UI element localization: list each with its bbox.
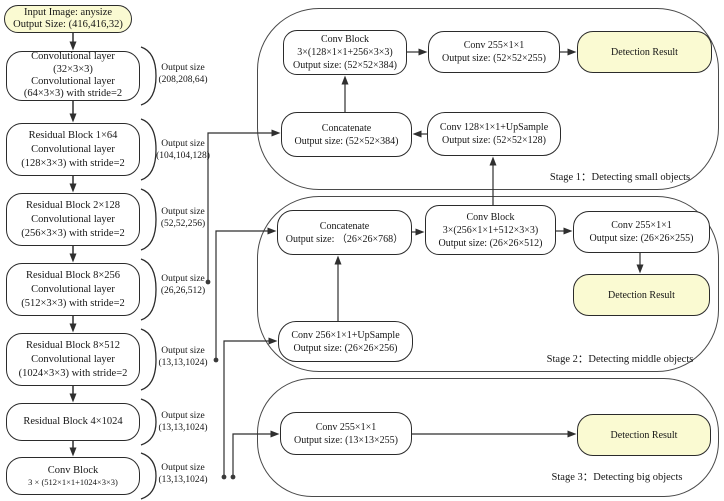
output-size-label-104: Output size (104,104,128) [156, 139, 210, 161]
stage2-concatenate: Concatenate Output size: （26×26×768） [277, 210, 412, 255]
output-size-label-208: Output size (208,208,64) [158, 63, 208, 85]
tap-dot-13x13-a [213, 357, 219, 363]
output-size-label-52: Output size (52,52,256) [160, 207, 206, 229]
stage1-label: Stage 1：Detecting small objects [549, 172, 691, 183]
backbone-block-conv-layers: Convolutional layer (32×3×3) Convolution… [6, 51, 140, 101]
bracket-res8a [140, 258, 157, 321]
bracket-conv-layers [140, 46, 157, 106]
tap-dot-26x26 [205, 279, 211, 285]
bracket-res1 [140, 118, 157, 181]
bracket-res2 [140, 188, 157, 251]
stage1-detection-result: Detection Result [577, 31, 712, 73]
output-size-label-13b: Output size (13,13,1024) [158, 411, 208, 433]
stage1-concatenate: Concatenate Output size: (52×52×384) [281, 112, 412, 157]
bracket-res4 [140, 398, 157, 446]
tap-dot-13x13-b [221, 474, 227, 480]
backbone-block-convblock: Conv Block 3 × (512×1×1+1024×3×3) [6, 457, 140, 495]
bracket-convblock [140, 452, 157, 500]
input-line2: Output Size: (416,416,32) [13, 19, 123, 30]
stage2-conv-block: Conv Block 3×(256×1×1+512×3×3) Output si… [425, 205, 556, 255]
output-size-label-26: Output size (26,26,512) [160, 274, 206, 296]
stage2-container [257, 196, 719, 372]
input-line1: Input Image: anysize [23, 7, 113, 18]
backbone-block-res2x128: Residual Block 2×128 Convolutional layer… [6, 193, 140, 246]
output-size-label-13a: Output size (13,13,1024) [158, 346, 208, 368]
route-to-stage2-upsample [223, 337, 278, 477]
output-size-label-13c: Output size (13,13,1024) [158, 463, 208, 485]
backbone-block-res8x256: Residual Block 8×256 Convolutional layer… [6, 263, 140, 316]
backbone-block-res1x64: Residual Block 1×64 Convolutional layer … [6, 123, 140, 176]
backbone-block-res4x1024: Residual Block 4×1024 [6, 403, 140, 441]
stage3-conv255: Conv 255×1×1 Output size: (13×13×255) [280, 412, 412, 455]
stage2-upsample: Conv 256×1×1+UpSample Output size: (26×2… [278, 321, 413, 362]
bracket-res8b [140, 328, 157, 391]
stage1-conv-block: Conv Block 3×(128×1×1+256×3×3) Output si… [283, 30, 407, 75]
input-image-box: Input Image: anysize Output Size: (416,4… [4, 5, 132, 33]
backbone-block-res8x512: Residual Block 8×512 Convolutional layer… [6, 333, 140, 386]
tap-dot-13x13-c [230, 474, 236, 480]
stage1-conv255: Conv 255×1×1 Output size: (52×52×255) [428, 31, 560, 73]
route-to-stage2-concat [215, 227, 277, 360]
stage1-upsample: Conv 128×1×1+UpSample Output size: (52×5… [427, 112, 561, 156]
stage3-detection-result: Detection Result [577, 414, 711, 456]
stage2-detection-result: Detection Result [573, 274, 710, 316]
route-to-stage1-concat [207, 129, 281, 282]
route-to-stage3-conv255 [232, 430, 280, 477]
stage3-label: Stage 3：Detecting big objects [551, 472, 683, 483]
stage2-label: Stage 2：Detecting middle objects [546, 354, 694, 365]
stage3-container [257, 378, 719, 497]
stage2-conv255: Conv 255×1×1 Output size: (26×26×255) [573, 211, 710, 253]
stage1-container [257, 8, 719, 190]
